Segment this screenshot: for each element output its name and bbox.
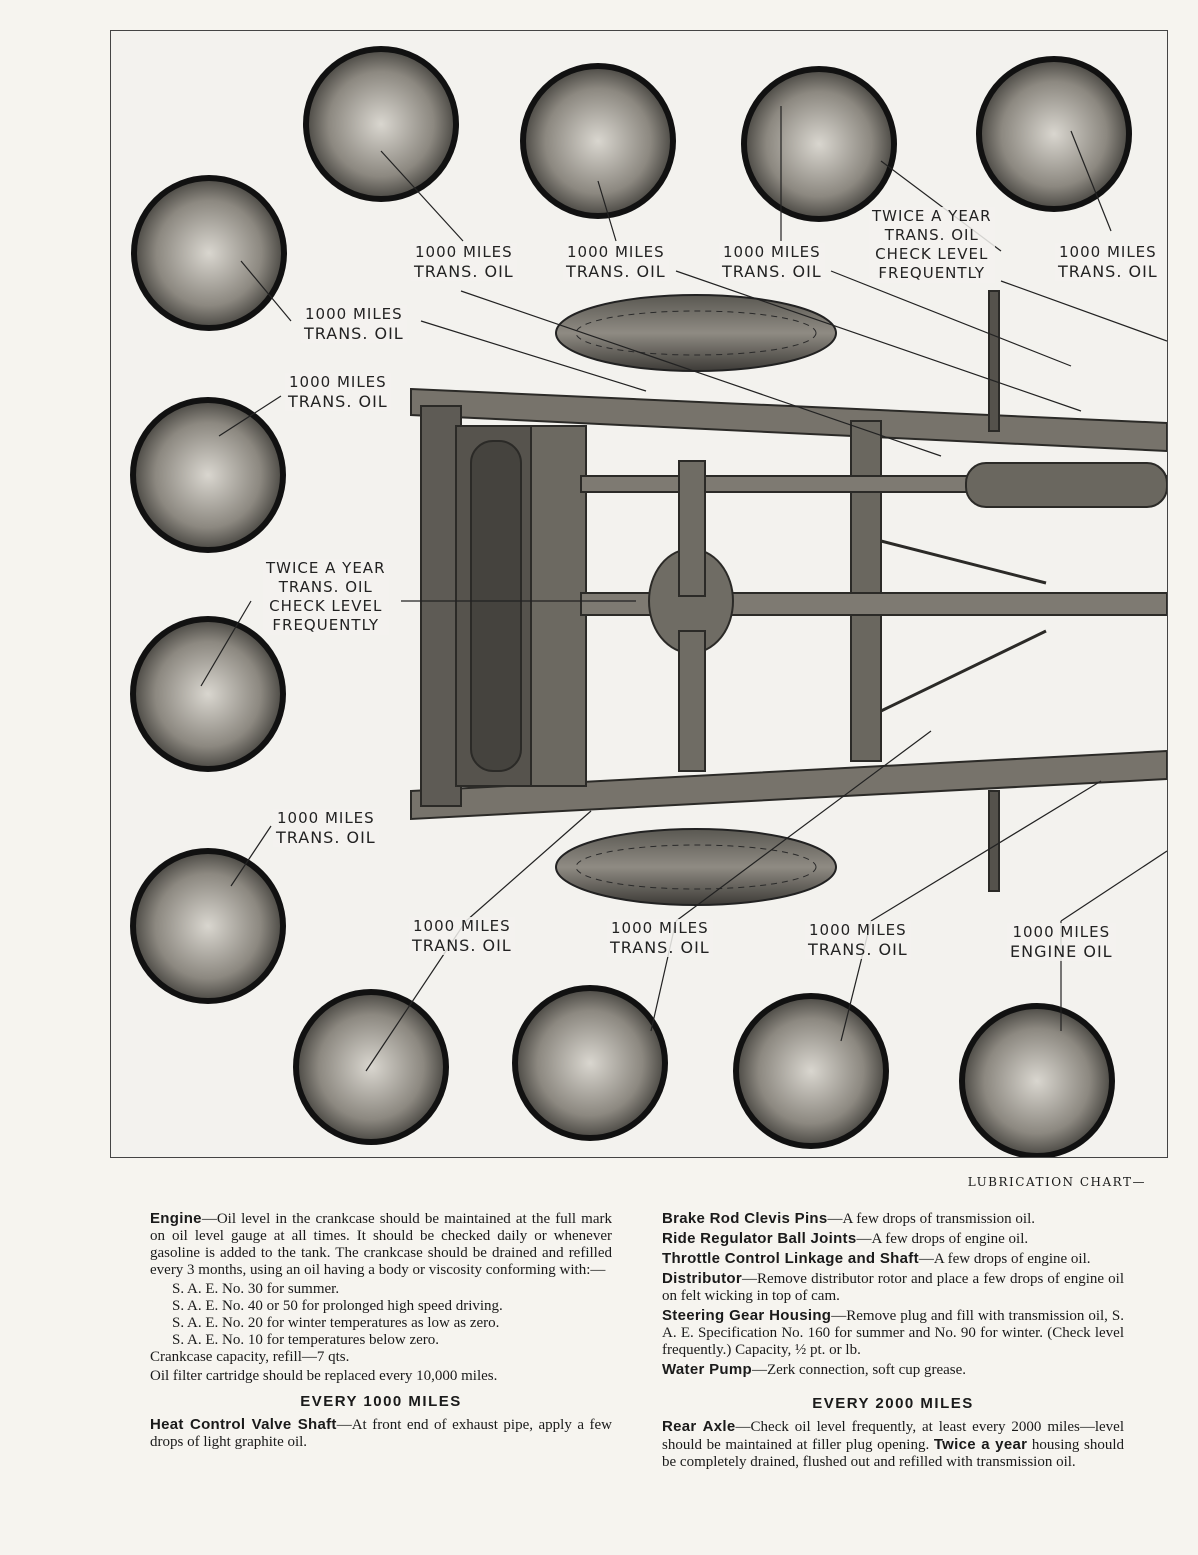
- lubrication-chart-figure: 1000 MILES TRANS. OIL 1000 MILES TRANS. …: [110, 30, 1168, 1158]
- item-text: —Remove distributor rotor and place a fe…: [662, 1271, 1124, 1304]
- callout-line: 1000 MILES: [723, 243, 821, 261]
- spec-item: S. A. E. No. 40 or 50 for prolonged high…: [172, 1298, 503, 1314]
- twice-year-text: housing should be completely drained, fl…: [662, 1437, 1124, 1470]
- item-text: —A few drops of transmission oil.: [827, 1211, 1036, 1227]
- heat-control-paragraph: Heat Control Valve Shaft—At front end of…: [150, 1416, 612, 1451]
- tire-bottom: [555, 828, 837, 906]
- spec-item: S. A. E. No. 20 for winter temperatures …: [172, 1315, 500, 1331]
- callout-top-4: TWICE A YEAR TRANS. OIL CHECK LEVEL FREQ…: [869, 207, 995, 283]
- callout-bottom-3: 1000 MILES TRANS. OIL: [805, 921, 911, 959]
- callout-line: TRANS. OIL: [1058, 262, 1158, 281]
- engine-paragraph: Engine—Oil level in the crankcase should…: [150, 1210, 612, 1279]
- item-title: Brake Rod Clevis Pins: [662, 1210, 828, 1227]
- engine-title: Engine: [150, 1210, 202, 1227]
- crankcase-capacity: Crankcase capacity, refill—7 qts.: [150, 1349, 350, 1365]
- callout-line: 1000 MILES: [413, 917, 511, 935]
- callout-line: 1000 MILES: [305, 305, 403, 323]
- callout-top-2: 1000 MILES TRANS. OIL: [563, 243, 669, 281]
- callout-line: FREQUENTLY: [272, 616, 380, 634]
- item-text: —Zerk connection, soft cup grease.: [751, 1362, 967, 1378]
- spec-item: S. A. E. No. 10 for temperatures below z…: [172, 1332, 440, 1348]
- oil-filter-note: Oil filter cartridge should be replaced …: [150, 1368, 498, 1384]
- callout-top-3: 1000 MILES TRANS. OIL: [719, 243, 825, 281]
- callout-line: 1000 MILES: [611, 919, 709, 937]
- callout-line: TRANS. OIL: [808, 940, 908, 959]
- rear-axle-paragraph: Rear Axle—Check oil level frequently, at…: [662, 1418, 1124, 1471]
- rear-axle-text: —Check oil level frequently, at least ev…: [662, 1419, 1124, 1453]
- callout-line: TRANS. OIL: [610, 938, 710, 957]
- callout-left-4: 1000 MILES TRANS. OIL: [273, 809, 379, 847]
- item-text: —A few drops of engine oil.: [856, 1231, 1029, 1247]
- section-heading-1000: EVERY 1000 MILES: [300, 1393, 462, 1410]
- figure-caption: LUBRICATION CHART—: [967, 1175, 1146, 1189]
- callout-line: 1000 MILES: [289, 373, 387, 391]
- callout-line: 1000 MILES: [1012, 923, 1111, 941]
- callout-bottom-4: 1000 MILES ENGINE OIL: [1007, 923, 1116, 961]
- callout-left-2: 1000 MILES TRANS. OIL: [285, 373, 391, 411]
- callout-line: TRANS. OIL: [566, 262, 666, 281]
- callout-top-1: 1000 MILES TRANS. OIL: [411, 243, 517, 281]
- callout-line: ENGINE OIL: [1010, 942, 1113, 961]
- callout-top-5: 1000 MILES TRANS. OIL: [1055, 243, 1161, 281]
- callout-line: 1000 MILES: [1059, 243, 1157, 261]
- item-title: Distributor: [662, 1270, 742, 1287]
- maintenance-item: Throttle Control Linkage and Shaft—A few…: [662, 1250, 1124, 1268]
- callout-line: 1000 MILES: [809, 921, 907, 939]
- rear-axle-title: Rear Axle: [662, 1418, 736, 1435]
- heat-control-text: —At front end of exhaust pipe, apply a f…: [150, 1417, 612, 1450]
- callout-line: FREQUENTLY: [878, 264, 986, 282]
- maintenance-item: Water Pump—Zerk connection, soft cup gre…: [662, 1361, 1124, 1379]
- item-title: Ride Regulator Ball Joints: [662, 1230, 857, 1247]
- callout-line: TRANS. OIL: [288, 392, 388, 411]
- callout-line: 1000 MILES: [567, 243, 665, 261]
- callout-line: TRANS. OIL: [414, 262, 514, 281]
- item-text: —A few drops of engine oil.: [918, 1251, 1091, 1267]
- leader-lines: [200, 106, 1167, 1072]
- twice-year-title: Twice a year: [933, 1436, 1028, 1453]
- left-text-column: Engine—Oil level in the crankcase should…: [150, 1210, 612, 1453]
- callout-line: TWICE A YEAR: [266, 559, 386, 577]
- callout-line: 1000 MILES: [277, 809, 375, 827]
- detail-photo-circles: [130, 46, 1132, 1157]
- chassis-frame: [410, 290, 1167, 892]
- tire-top: [555, 294, 837, 372]
- callout-line: 1000 MILES: [415, 243, 513, 261]
- callout-line: TRANS. OIL: [304, 324, 404, 343]
- maintenance-item: Ride Regulator Ball Joints—A few drops o…: [662, 1230, 1124, 1248]
- maintenance-item: Brake Rod Clevis Pins—A few drops of tra…: [662, 1210, 1124, 1228]
- right-text-column: Brake Rod Clevis Pins—A few drops of tra…: [662, 1210, 1124, 1473]
- callout-line: TWICE A YEAR: [872, 207, 992, 225]
- callout-bottom-1: 1000 MILES TRANS. OIL: [409, 917, 515, 955]
- item-text: —Remove plug and fill with transmission …: [662, 1308, 1124, 1358]
- chassis-illustration: [130, 46, 1167, 1157]
- callout-left-1: 1000 MILES TRANS. OIL: [301, 305, 407, 343]
- spec-item: S. A. E. No. 30 for summer.: [172, 1281, 340, 1297]
- maintenance-item: Distributor—Remove distributor rotor and…: [662, 1270, 1124, 1305]
- callout-line: TRANS. OIL: [722, 262, 822, 281]
- heat-control-title: Heat Control Valve Shaft: [150, 1416, 337, 1433]
- callout-bottom-2: 1000 MILES TRANS. OIL: [607, 919, 713, 957]
- item-title: Steering Gear Housing: [662, 1307, 832, 1324]
- callout-line: TRANS. OIL: [412, 936, 512, 955]
- item-title: Water Pump: [662, 1361, 752, 1378]
- callout-left-3: TWICE A YEAR TRANS. OIL CHECK LEVEL FREQ…: [263, 559, 389, 635]
- item-title: Throttle Control Linkage and Shaft: [662, 1250, 919, 1267]
- section-heading-2000: EVERY 2000 MILES: [812, 1395, 974, 1412]
- callout-line: TRANS. OIL: [276, 828, 376, 847]
- callout-line: TRANS. OIL: [884, 226, 979, 244]
- engine-text: —Oil level in the crankcase should be ma…: [150, 1211, 612, 1278]
- maintenance-item: Steering Gear Housing—Remove plug and fi…: [662, 1307, 1124, 1359]
- callout-line: TRANS. OIL: [278, 578, 373, 596]
- callout-line: CHECK LEVEL: [269, 597, 383, 615]
- callout-line: CHECK LEVEL: [875, 245, 989, 263]
